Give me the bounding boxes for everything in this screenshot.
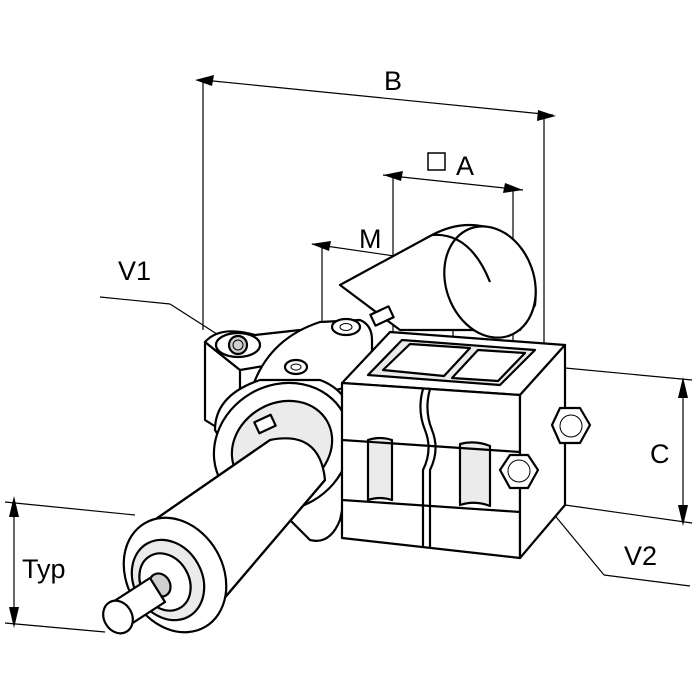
cube-connector — [340, 330, 567, 560]
label-c: C — [650, 439, 670, 469]
cross-bar — [338, 224, 537, 339]
label-b: B — [384, 66, 402, 96]
label-typ: Typ — [22, 554, 66, 584]
bolt-rear — [550, 406, 592, 445]
square-symbol-icon — [427, 152, 446, 171]
labels: B A M V1 C V2 Typ — [22, 66, 670, 584]
bolt-v2 — [498, 453, 540, 490]
label-m: M — [359, 224, 382, 254]
pin-shaft — [102, 576, 167, 635]
label-v1: V1 — [118, 256, 151, 286]
label-v2: V2 — [624, 541, 657, 571]
label-a: A — [456, 151, 474, 181]
